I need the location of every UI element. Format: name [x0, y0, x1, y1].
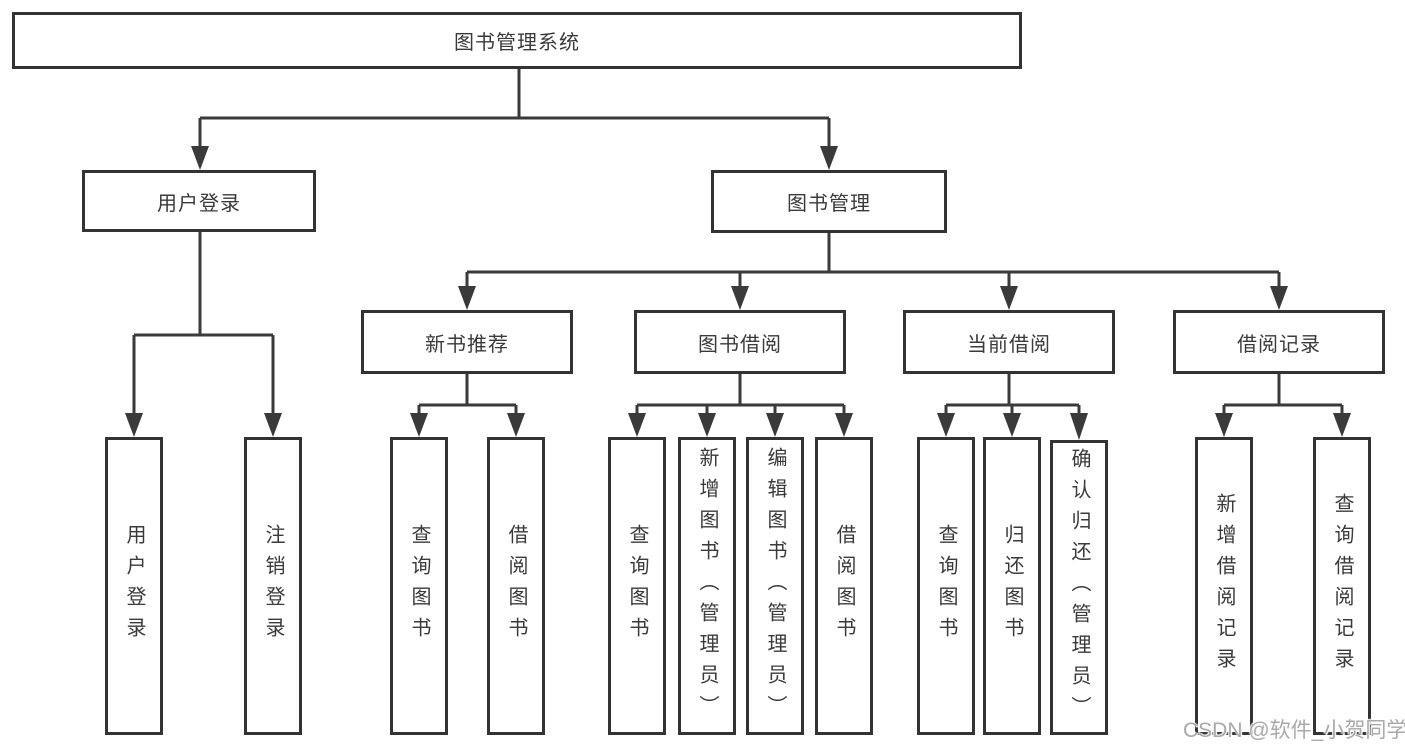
node-label: 图书借阅 — [698, 333, 782, 356]
node-user-login: 用户登录 — [82, 170, 316, 232]
arrowhead-icon — [1215, 413, 1233, 437]
leaf-currentborrow-return-books: 归还图书 — [983, 437, 1041, 735]
leaf-bookborrow-add-books-admin: 新增图书（管理员） — [678, 437, 736, 735]
arrowhead-icon — [766, 413, 784, 437]
leaf-label: 借阅图书 — [505, 524, 527, 648]
leaf-label: 确认归还（管理员） — [1068, 448, 1090, 727]
leaf-label: 查询图书 — [626, 524, 648, 648]
node-label: 图书管理系统 — [454, 32, 580, 54]
arrowhead-icon — [1003, 413, 1021, 437]
arrowhead-icon — [937, 413, 955, 437]
leaf-bookborrow-borrow-books: 借阅图书 — [815, 437, 873, 735]
node-label: 用户登录 — [157, 192, 241, 215]
node-new-book-recommend: 新书推荐 — [361, 310, 573, 374]
node-label: 新书推荐 — [425, 333, 509, 356]
connector-currentborrow-to-leaves — [944, 374, 1081, 415]
arrowhead-icon — [458, 286, 476, 310]
arrowhead-icon — [835, 413, 853, 437]
arrowhead-icon — [507, 413, 525, 437]
leaf-label: 编辑图书（管理员） — [764, 446, 786, 726]
leaf-label: 借阅图书 — [833, 524, 855, 648]
node-book-borrow: 图书借阅 — [634, 310, 846, 374]
connector-bookmgmt-to-level3 — [465, 233, 1281, 288]
arrowhead-icon — [125, 413, 143, 437]
leaf-currentborrow-query-books: 查询图书 — [917, 437, 975, 735]
leaf-bookborrow-edit-books-admin: 编辑图书（管理员） — [746, 437, 804, 735]
leaf-newbookrec-query-books: 查询图书 — [390, 437, 448, 735]
leaf-label: 新增图书（管理员） — [696, 446, 718, 726]
leaf-label: 用户登录 — [123, 524, 145, 648]
connector-borrowrecord-to-leaves — [1222, 374, 1344, 415]
arrowhead-icon — [1270, 286, 1288, 310]
connector-root-to-level2 — [198, 69, 831, 148]
arrowhead-icon — [628, 413, 646, 437]
leaf-borrowrecord-add-record: 新增借阅记录 — [1195, 437, 1253, 735]
leaf-label: 新增借阅记录 — [1213, 493, 1235, 679]
connector-newbookrec-to-leaves — [417, 374, 518, 415]
node-current-borrow: 当前借阅 — [903, 310, 1115, 374]
arrowhead-icon — [731, 286, 749, 310]
connector-bookborrow-to-leaves — [635, 374, 846, 415]
leaf-currentborrow-confirm-return-admin: 确认归还（管理员） — [1050, 440, 1108, 735]
leaf-label: 注销登录 — [262, 524, 284, 648]
arrowhead-icon — [191, 146, 209, 170]
node-label: 当前借阅 — [967, 333, 1051, 356]
connector-elbows — [132, 69, 1344, 415]
node-library-management-system: 图书管理系统 — [12, 12, 1022, 69]
arrowhead-icon — [264, 413, 282, 437]
arrowhead-icon — [1333, 413, 1351, 437]
arrowhead-icon — [410, 413, 428, 437]
arrowhead-icon — [820, 146, 838, 170]
leaf-newbookrec-borrow-books: 借阅图书 — [487, 437, 545, 735]
leaf-user-login: 用户登录 — [105, 437, 163, 735]
leaf-borrowrecord-query-record: 查询借阅记录 — [1313, 437, 1371, 735]
arrowhead-icon — [1000, 286, 1018, 310]
node-label: 图书管理 — [787, 193, 871, 215]
arrowhead-icon — [698, 413, 716, 437]
node-borrow-record: 借阅记录 — [1173, 310, 1385, 374]
leaf-logout-login: 注销登录 — [244, 437, 302, 735]
leaf-bookborrow-query-books: 查询图书 — [608, 437, 666, 735]
leaf-label: 查询借阅记录 — [1331, 493, 1353, 679]
node-book-management: 图书管理 — [711, 170, 947, 233]
node-label: 借阅记录 — [1237, 333, 1321, 356]
leaf-label: 归还图书 — [1001, 524, 1023, 648]
connector-userlogin-to-leaves — [132, 232, 275, 415]
arrowhead-icon — [1070, 413, 1088, 440]
leaf-label: 查询图书 — [408, 524, 430, 648]
csdn-watermark: CSDN @软件_小贺同学 — [1183, 719, 1405, 742]
arrowheads — [125, 146, 1351, 440]
leaf-label: 查询图书 — [935, 524, 957, 648]
